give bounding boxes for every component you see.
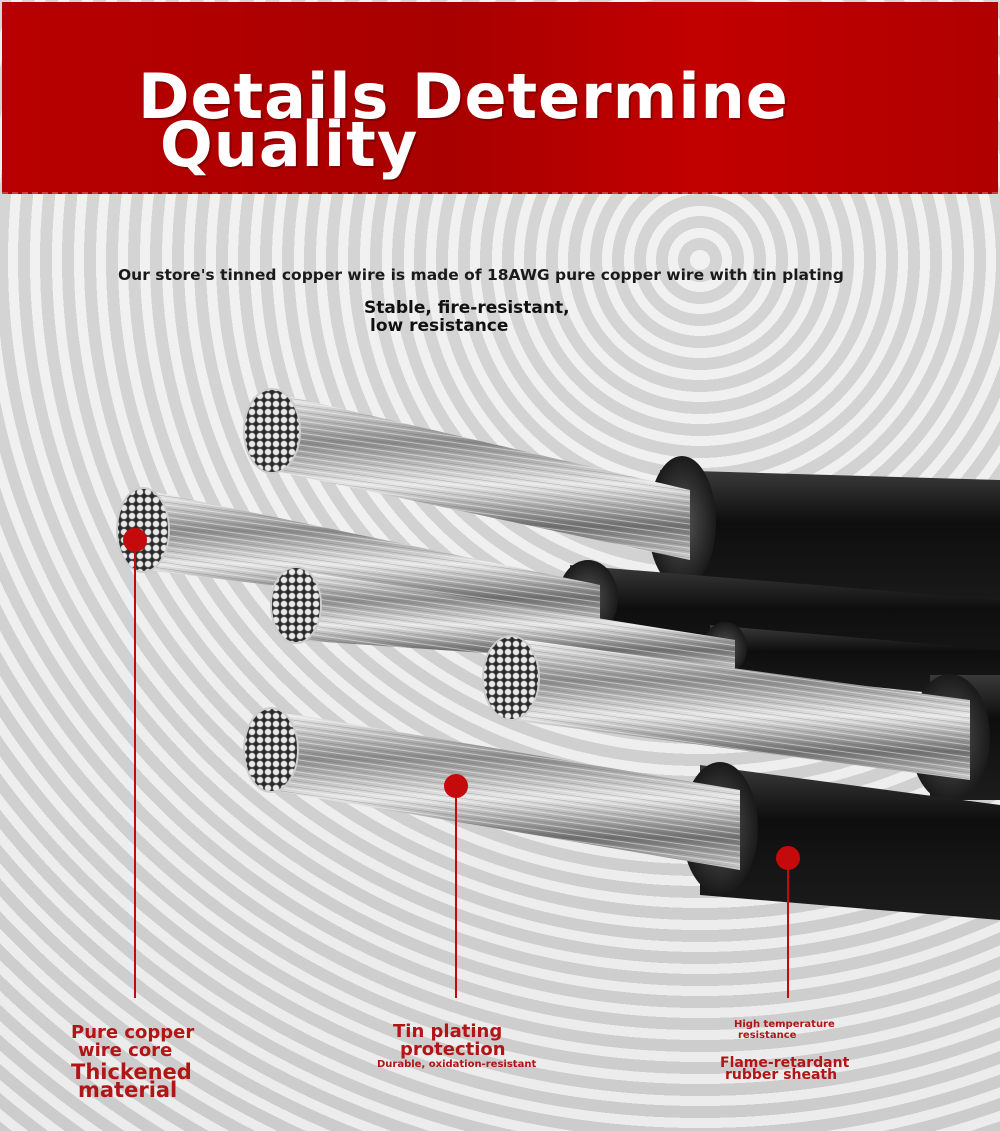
page-title-line2: Quality bbox=[160, 108, 419, 181]
callout-core-line2: wire core bbox=[78, 1040, 173, 1061]
feature-line2: low resistance bbox=[370, 316, 509, 336]
cable-4 bbox=[482, 635, 1000, 802]
callout-tin-line2: protection bbox=[400, 1039, 506, 1060]
callout-marker-tin bbox=[444, 774, 468, 998]
feature-line1: Stable, fire-resistant, bbox=[364, 298, 570, 318]
callout-sheath-sub1: High temperature bbox=[734, 1019, 835, 1030]
page-title-line1: Details Determine bbox=[138, 60, 789, 133]
callout-core-line3: Thickened bbox=[71, 1060, 192, 1084]
cable-1 bbox=[243, 388, 1000, 620]
callout-core-line1: Pure copper bbox=[71, 1022, 195, 1043]
callout-tin-line1: Tin plating bbox=[393, 1021, 503, 1042]
callout-tin-sub: Durable, oxidation-resistant bbox=[377, 1059, 537, 1070]
cable-3 bbox=[270, 566, 1000, 700]
cable-5 bbox=[243, 707, 1000, 920]
callout-sheath-sub2: resistance bbox=[738, 1030, 797, 1041]
callout-sheath-line1: Flame-retardant bbox=[720, 1055, 850, 1071]
header-banner bbox=[2, 2, 998, 194]
intro-text: Our store's tinned copper wire is made o… bbox=[118, 266, 844, 284]
callout-marker-core bbox=[123, 528, 147, 998]
callout-core-line4: material bbox=[78, 1078, 178, 1102]
callout-marker-sheath bbox=[776, 846, 800, 998]
callout-sheath-line2: rubber sheath bbox=[725, 1067, 838, 1083]
